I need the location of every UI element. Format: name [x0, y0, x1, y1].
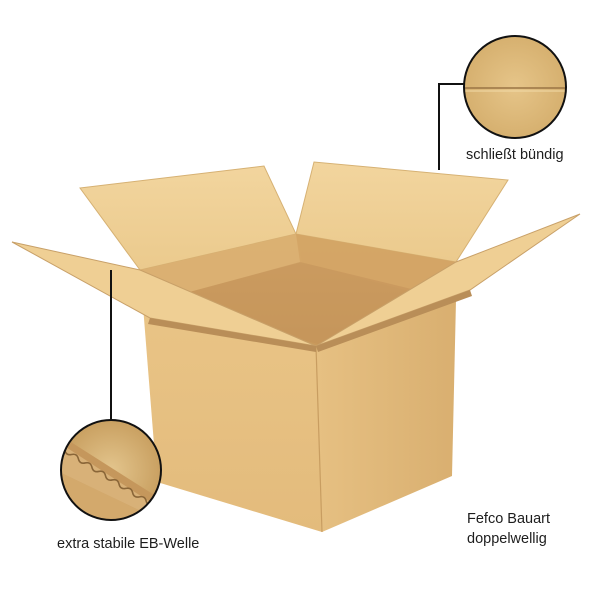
- left-front-flap-edge: [148, 318, 316, 352]
- box-right-face: [316, 300, 456, 532]
- callout-label-fefco: Fefco Bauart doppelwellig: [467, 509, 550, 549]
- callout-closes-flush: [438, 35, 567, 170]
- callout-label-wave: extra stabile EB-Welle: [57, 536, 200, 552]
- inside-left-wall: [140, 234, 302, 302]
- right-front-flap-edge: [316, 290, 472, 352]
- callout-line-top: [438, 83, 464, 170]
- callout-wave: [60, 270, 162, 521]
- callout-label-closes-flush: schließt bündig: [466, 147, 564, 163]
- fefco-line-2: doppelwellig: [467, 531, 547, 547]
- box-front-face: [143, 306, 322, 532]
- detail-circle-seam: [464, 36, 566, 138]
- right-front-flap: [315, 213, 581, 347]
- inside-right-wall: [296, 234, 456, 300]
- cardboard-box: [11, 161, 581, 533]
- fefco-line-1: Fefco Bauart: [467, 511, 551, 527]
